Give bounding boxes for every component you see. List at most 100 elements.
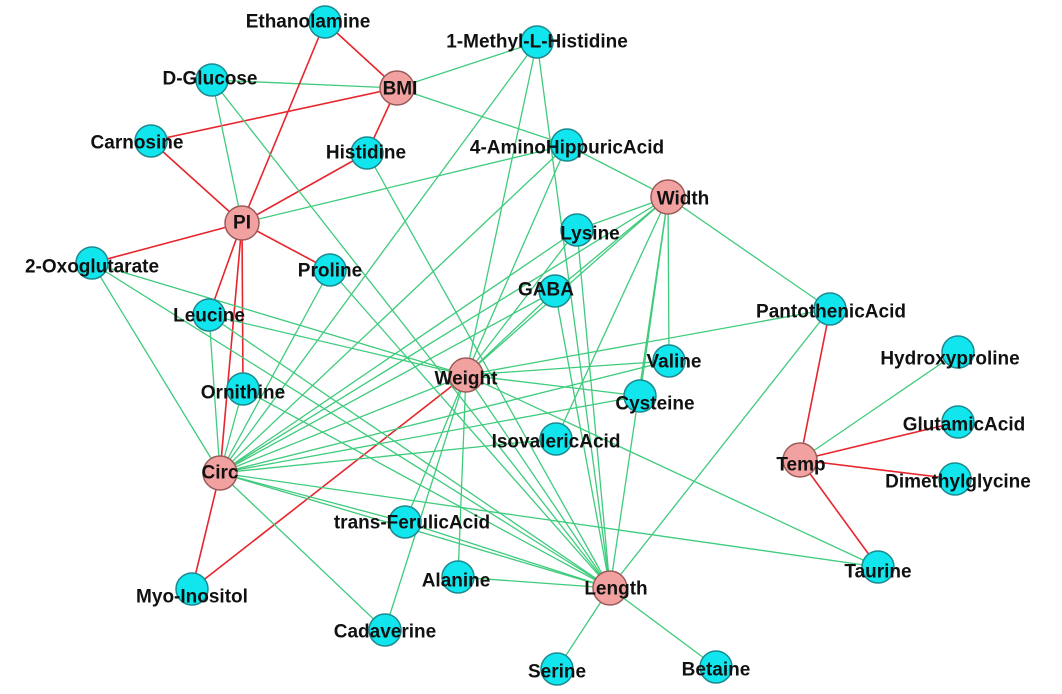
node-lysine[interactable] — [560, 213, 594, 247]
edge-width-aminohippuric — [566, 144, 669, 198]
node-label-bmi: BMI — [383, 79, 418, 100]
edge-length-betaine — [609, 587, 717, 668]
node-dimethylglycine[interactable] — [938, 462, 972, 496]
edge-length-dglucose — [211, 79, 611, 589]
node-ornithine[interactable] — [226, 372, 260, 406]
node-ethanolamine[interactable] — [308, 5, 342, 39]
edge-length-proline — [329, 269, 611, 589]
node-dglucose[interactable] — [195, 63, 229, 97]
edge-width-circ — [219, 196, 669, 474]
edge-bmi-carnosine — [150, 87, 398, 142]
edge-circ-taurine — [219, 472, 879, 568]
node-label-lysine: Lysine — [560, 224, 620, 245]
edges-layer — [91, 21, 959, 670]
node-label-ferulic: trans-FerulicAcid — [334, 513, 490, 534]
node-temp[interactable] — [782, 442, 818, 478]
node-valine[interactable] — [652, 344, 686, 378]
node-methylhistidine[interactable] — [520, 25, 554, 59]
node-circ[interactable] — [202, 455, 238, 491]
node-label-valine: Valine — [647, 352, 702, 373]
node-length[interactable] — [592, 570, 628, 606]
edge-width-gaba — [554, 196, 669, 292]
edge-weight-length — [465, 374, 611, 589]
node-hydroxyproline[interactable] — [941, 335, 975, 369]
node-myoinositol[interactable] — [175, 572, 209, 606]
node-label-dglucose: D-Glucose — [162, 69, 257, 90]
edge-circ-aminohippuric — [219, 144, 568, 474]
node-cadaverine[interactable] — [368, 613, 402, 647]
node-label-alanine: Alanine — [422, 571, 491, 592]
node-label-ornithine: Ornithine — [201, 383, 285, 404]
node-taurine[interactable] — [861, 550, 895, 584]
node-ferulic[interactable] — [388, 505, 422, 539]
edge-length-ferulic — [404, 521, 611, 589]
edge-circ-myoinositol — [191, 472, 221, 590]
node-leucine[interactable] — [192, 298, 226, 332]
node-aminohippuric[interactable] — [550, 128, 584, 162]
edge-weight-circ — [219, 374, 467, 474]
edge-length-pantothenic — [609, 308, 831, 589]
edge-weight-pantothenic — [465, 308, 831, 376]
node-label-myoinositol: Myo-Inositol — [136, 587, 248, 608]
edge-circ-valine — [219, 360, 670, 474]
node-label-cysteine: Cysteine — [615, 394, 694, 415]
node-oxoglutarate[interactable] — [75, 246, 109, 280]
edge-weight-aminohippuric — [465, 144, 568, 376]
edge-temp-glutamic — [799, 421, 959, 461]
node-label-serine: Serine — [528, 662, 586, 683]
edge-weight-leucine — [208, 314, 467, 376]
node-width[interactable] — [650, 179, 686, 215]
node-pantothenic[interactable] — [813, 292, 847, 326]
node-betaine[interactable] — [699, 650, 733, 684]
node-label-cadaverine: Cadaverine — [334, 622, 436, 643]
edge-circ-oxoglutarate — [91, 262, 221, 474]
edge-weight-taurine — [465, 374, 879, 568]
node-label-temp: Temp — [776, 455, 825, 476]
edge-pi-ornithine — [241, 222, 244, 390]
node-carnosine[interactable] — [134, 124, 168, 158]
node-pi[interactable] — [224, 205, 260, 241]
node-label-methylhistidine: 1-Methyl-L-Histidine — [446, 32, 628, 53]
edge-pi-ethanolamine — [241, 21, 326, 224]
node-label-carnosine: Carnosine — [91, 133, 184, 154]
edge-bmi-dglucose — [211, 79, 398, 89]
node-proline[interactable] — [313, 253, 347, 287]
edge-pi-carnosine — [150, 140, 243, 224]
edge-circ-ferulic — [219, 472, 406, 523]
edge-weight-valine — [465, 360, 670, 376]
node-label-pi: PI — [233, 213, 251, 234]
node-label-glutamic: GlutamicAcid — [903, 415, 1025, 436]
edge-circ-lysine — [219, 229, 578, 474]
edge-pi-oxoglutarate — [91, 222, 243, 264]
node-label-dimethylglycine: Dimethylglycine — [885, 472, 1031, 493]
node-serine[interactable] — [540, 652, 574, 686]
node-cysteine[interactable] — [623, 379, 657, 413]
node-isovaleric[interactable] — [539, 422, 573, 456]
edge-bmi-methylhistidine — [396, 41, 538, 89]
node-label-betaine: Betaine — [682, 660, 751, 681]
edge-weight-methylhistidine — [465, 41, 538, 376]
node-label-oxoglutarate: 2-Oxoglutarate — [25, 257, 159, 278]
edge-temp-pantothenic — [799, 308, 831, 461]
edge-temp-taurine — [799, 459, 879, 568]
node-label-isovaleric: IsovalericAcid — [492, 432, 621, 453]
node-bmi[interactable] — [379, 70, 415, 106]
node-weight[interactable] — [448, 357, 484, 393]
edge-circ-cadaverine — [219, 472, 386, 631]
node-label-taurine: Taurine — [844, 562, 911, 583]
node-histidine[interactable] — [350, 136, 384, 170]
edge-weight-lysine — [465, 229, 578, 376]
edge-weight-oxoglutarate — [91, 262, 467, 376]
edge-pi-dglucose — [211, 79, 243, 224]
node-label-histidine: Histidine — [326, 143, 406, 164]
node-label-gaba: GABA — [518, 280, 574, 301]
node-label-pantothenic: PantothenicAcid — [756, 302, 906, 323]
edge-temp-dimethylglycine — [799, 459, 956, 480]
node-label-width: Width — [657, 189, 710, 210]
node-alanine[interactable] — [441, 560, 475, 594]
edge-length-ornithine — [242, 388, 611, 589]
node-glutamic[interactable] — [941, 405, 975, 439]
edge-length-methylhistidine — [536, 41, 611, 589]
node-gaba[interactable] — [538, 274, 572, 308]
